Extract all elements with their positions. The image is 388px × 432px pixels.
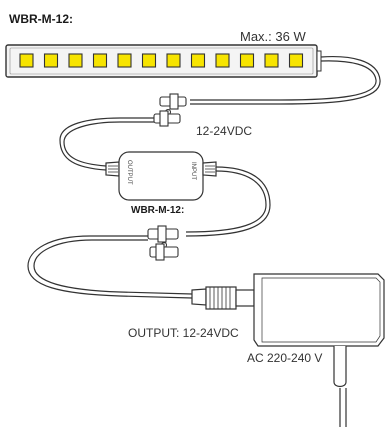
led-chip [190, 53, 206, 68]
led-strip [5, 44, 322, 78]
cable-controller-to-connector [185, 166, 271, 237]
cable-voltage-label: 12-24VDC [196, 124, 253, 138]
adapter-input-label: AC 220-240 V [247, 351, 323, 365]
led-chips [19, 53, 304, 68]
led-chip [166, 53, 181, 68]
cable-connector-to-adapter [27, 235, 193, 299]
led-chip [19, 53, 34, 68]
connector-2 [147, 225, 179, 261]
controller-label: WBR-M-12: [131, 205, 185, 216]
led-chip [43, 53, 59, 68]
led-chip [288, 53, 304, 68]
led-chip [117, 53, 132, 68]
adapter-output-label: OUTPUT: 12-24VDC [128, 326, 239, 340]
led-chip [239, 53, 255, 68]
controller-unit [105, 151, 217, 201]
led-chip [215, 53, 230, 68]
cable-strip-to-connector [190, 56, 381, 105]
led-chip [264, 53, 279, 68]
led-chip [68, 53, 83, 68]
connector-1 [153, 93, 187, 127]
led-chip [92, 53, 108, 68]
controller-output-label: OUTPUT [126, 160, 132, 185]
product-title: WBR-M-12: [9, 12, 73, 26]
cable-connector-to-controller [59, 117, 154, 171]
power-adapter [191, 273, 385, 427]
led-chip [141, 53, 157, 68]
max-power-label: Max.: 36 W [240, 29, 306, 44]
controller-input-label: INPUT [190, 162, 196, 180]
